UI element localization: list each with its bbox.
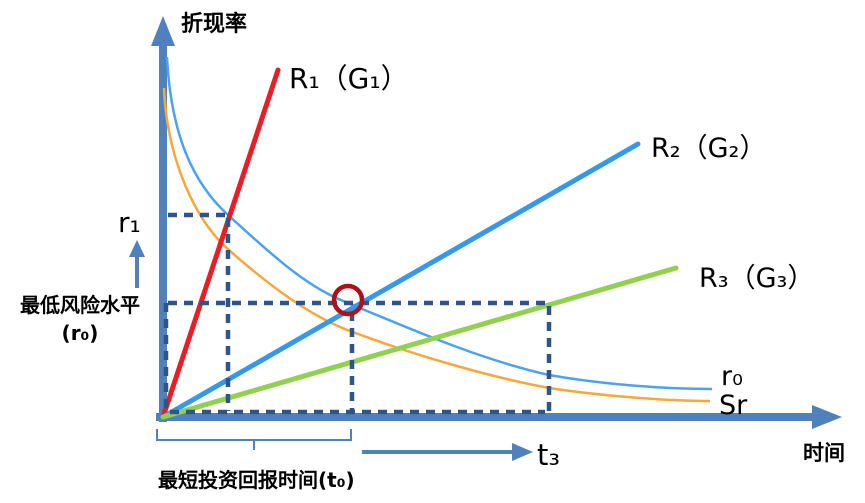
min-risk-label-line2: (r₀) [62, 321, 99, 345]
sr-curve [162, 87, 711, 403]
min-risk-label-line1: 最低风险水平 [20, 293, 140, 317]
t3-label: t₃ [537, 438, 560, 472]
sr-curve-label: Sr [719, 390, 748, 421]
min-risk-up-arrow-icon [129, 240, 145, 257]
r1-line-label: R₁（G₁） [289, 62, 409, 95]
r2-line [160, 141, 641, 420]
y-axis-arrow-icon [151, 16, 175, 46]
r2-line-label: R₂（G₂） [651, 133, 766, 164]
dashed-guides [163, 212, 552, 415]
payback-time-brace [156, 429, 352, 450]
r3-line [160, 265, 679, 420]
y-axis-label: 折现率 [181, 11, 247, 37]
r1-line [160, 67, 281, 420]
r1-level-label: r₁ [118, 206, 141, 239]
t3-arrow-icon [512, 443, 533, 461]
intersection-circle-marker [331, 283, 365, 317]
x-axis-label: 时间 [803, 441, 845, 465]
r0-curve-label: r₀ [721, 361, 743, 392]
x-axis-arrow-icon [812, 405, 842, 429]
payback-time-label: 最短投资回报时间(t₀) [158, 468, 355, 492]
r3-line-label: R₃（G₃） [699, 263, 814, 294]
